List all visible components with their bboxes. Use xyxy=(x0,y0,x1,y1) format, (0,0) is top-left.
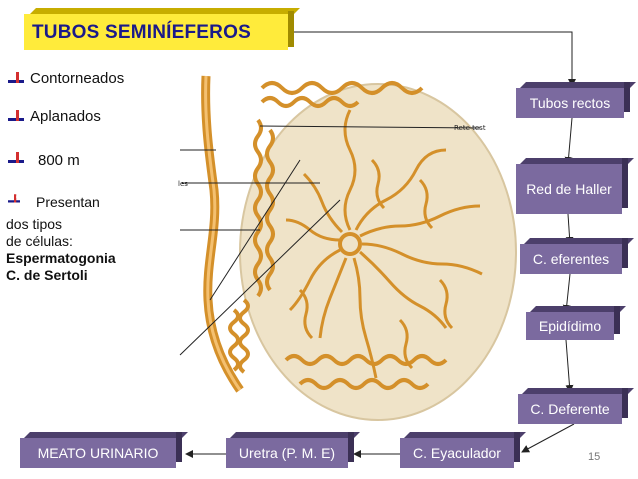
desc-sertoli: C. de Sertoli xyxy=(6,267,88,283)
page-number: 15 xyxy=(588,451,601,463)
page-title: TUBOS SEMINÍEFEROS xyxy=(32,22,251,43)
arrow-bullet-icon xyxy=(8,194,20,203)
box-red-haller: Red de Haller xyxy=(516,158,628,214)
box-label: Red de Haller xyxy=(526,181,612,197)
bullet-label: Aplanados xyxy=(30,108,101,125)
rete-testis-hub xyxy=(338,232,362,256)
box-tubos-rectos: Tubos rectos xyxy=(516,82,630,118)
desc-espermatogonia: Espermatogonia xyxy=(6,250,116,266)
box-c-eyaculador: C. Eyaculador xyxy=(400,432,520,468)
cell-types-text: dos tipos de células: Espermatogonia C. … xyxy=(6,216,116,284)
arrow-bullet-icon xyxy=(8,72,24,83)
arrow-bullet-icon xyxy=(8,152,24,163)
box-c-deferente: C. Deferente xyxy=(518,388,628,424)
arrow-bullet-icon xyxy=(8,110,24,121)
bullet-label: 800 m xyxy=(38,152,80,169)
bullet-label: Presentan xyxy=(36,194,100,210)
box-label: Tubos rectos xyxy=(529,95,611,111)
box-label: Epidídimo xyxy=(538,318,602,334)
box-epididimo: Epidídimo xyxy=(526,306,620,340)
box-label: Uretra (P. M. E) xyxy=(238,445,336,461)
label-rete: Rete test xyxy=(454,124,486,132)
box-label: C. eferentes xyxy=(532,251,610,267)
box-label: C. Eyaculador xyxy=(413,445,501,461)
bullet-label: Contorneados xyxy=(30,70,125,87)
testis-body xyxy=(239,83,517,421)
box-label: MEATO URINARIO xyxy=(37,445,159,461)
box-meato-urinario: MEATO URINARIO xyxy=(20,432,182,468)
seminiferous-lobules xyxy=(285,109,483,379)
epididymis-coils xyxy=(228,81,448,390)
desc-line-1: dos tipos xyxy=(6,216,63,232)
box-uretra: Uretra (P. M. E) xyxy=(226,432,354,468)
box-c-eferentes: C. eferentes xyxy=(520,238,628,274)
box-label: C. Deferente xyxy=(530,401,610,417)
desc-line-2: de células: xyxy=(6,233,73,249)
title-box: TUBOS SEMINÍEFEROS xyxy=(24,8,300,50)
label-left: les xyxy=(178,180,188,188)
